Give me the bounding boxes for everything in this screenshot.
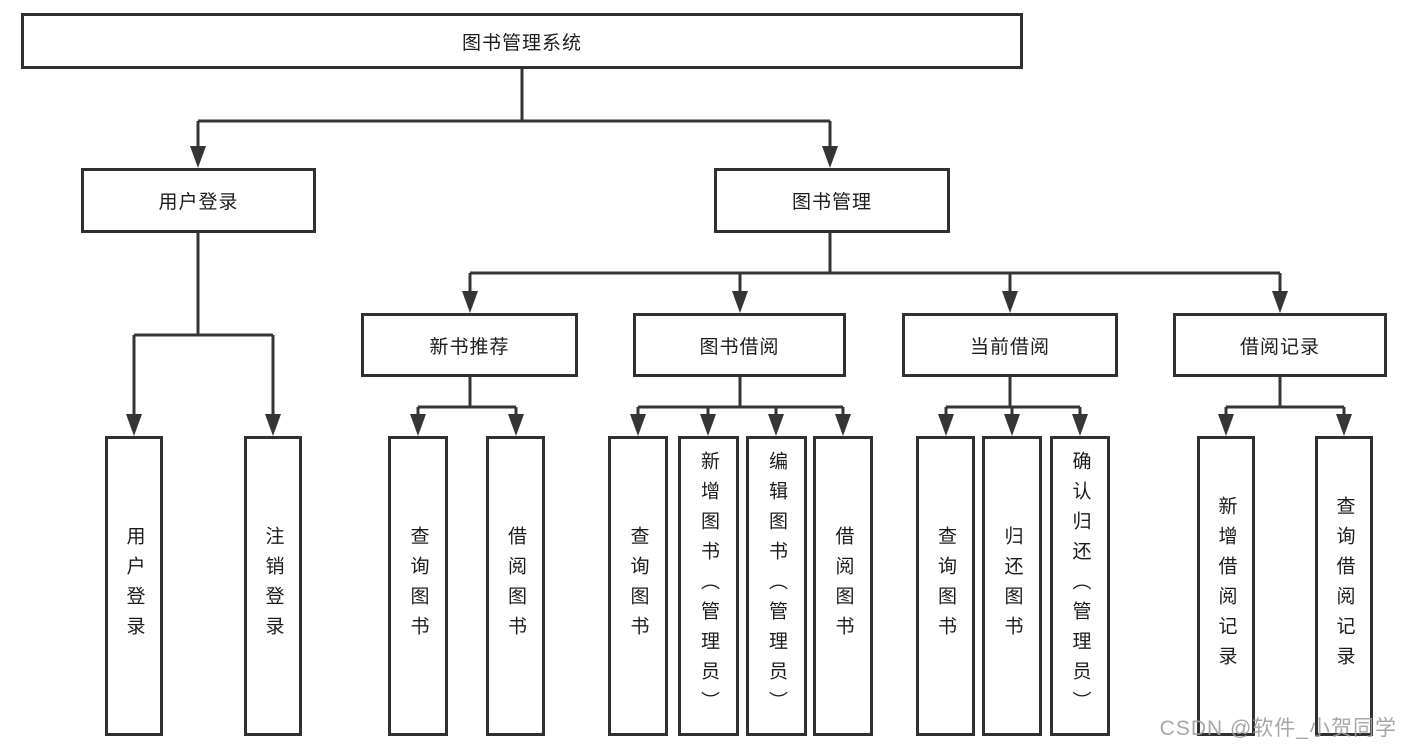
arrow-down-icon [768, 414, 784, 436]
leaf-query-borrow-record: 查询借阅记录 [1315, 436, 1373, 736]
leaf-label: 用户登录 [123, 526, 145, 646]
current-borrow-box: 当前借阅 [902, 313, 1118, 377]
leaf-add-borrow-record: 新增借阅记录 [1197, 436, 1255, 736]
leaf-user-login: 用户登录 [105, 436, 163, 736]
leaf-label: 编辑图书（管理员） [766, 451, 787, 721]
arrow-down-icon [835, 414, 851, 436]
leaf-query-books-recommend: 查询图书 [388, 436, 448, 736]
new-book-recommend-label: 新书推荐 [429, 336, 510, 358]
leaf-label: 查询借阅记录 [1333, 496, 1355, 676]
arrow-down-icon [265, 414, 281, 436]
leaf-borrow-books: 借阅图书 [813, 436, 873, 736]
csdn-watermark: CSDN @软件_小贺同学 [1159, 717, 1397, 740]
arrow-down-icon [410, 414, 426, 436]
leaf-add-book-admin: 新增图书（管理员） [678, 436, 739, 736]
leaf-label: 借阅图书 [505, 526, 526, 646]
arrow-down-icon [508, 414, 524, 436]
leaf-label: 注销登录 [262, 526, 284, 646]
book-management-label: 图书管理 [791, 192, 872, 213]
leaf-edit-book-admin: 编辑图书（管理员） [746, 436, 807, 736]
leaf-label: 查询图书 [935, 526, 956, 646]
new-book-recommend-box: 新书推荐 [361, 313, 578, 377]
book-borrow-box: 图书借阅 [633, 313, 846, 377]
system-root-label: 图书管理系统 [461, 32, 582, 54]
arrow-down-icon [1004, 414, 1020, 436]
borrow-record-box: 借阅记录 [1173, 313, 1387, 377]
leaf-label: 新增借阅记录 [1215, 496, 1237, 676]
user-login-label: 用户登录 [158, 192, 239, 213]
arrow-down-icon [1272, 291, 1288, 313]
arrow-down-icon [630, 414, 646, 436]
leaf-return-books: 归还图书 [982, 436, 1042, 736]
leaf-label: 查询图书 [627, 526, 649, 646]
book-management-box: 图书管理 [714, 168, 950, 233]
system-root-box: 图书管理系统 [21, 13, 1023, 69]
current-borrow-label: 当前借阅 [969, 336, 1050, 358]
leaf-logout: 注销登录 [244, 436, 302, 736]
arrow-down-icons [126, 146, 1352, 436]
leaf-label: 新增图书（管理员） [698, 451, 719, 721]
leaf-borrow-books-recommend: 借阅图书 [486, 436, 545, 736]
connector-path [132, 69, 1346, 418]
leaf-label: 查询图书 [407, 526, 429, 646]
arrow-down-icon [700, 414, 716, 436]
leaf-query-books-current: 查询图书 [916, 436, 975, 736]
borrow-record-label: 借阅记录 [1239, 336, 1320, 358]
arrow-down-icon [190, 146, 206, 168]
arrow-down-icon [732, 291, 748, 313]
leaf-label: 借阅图书 [832, 526, 854, 646]
book-borrow-label: 图书借阅 [699, 336, 780, 358]
leaf-label: 确认归还（管理员） [1069, 451, 1091, 721]
arrow-down-icon [822, 146, 838, 168]
arrow-down-icon [1218, 414, 1234, 436]
leaf-query-books-borrow: 查询图书 [608, 436, 668, 736]
arrow-down-icon [1002, 291, 1018, 313]
arrow-down-icon [126, 414, 142, 436]
leaf-confirm-return-admin: 确认归还（管理员） [1050, 436, 1110, 736]
arrow-down-icon [1336, 414, 1352, 436]
user-login-box: 用户登录 [81, 168, 316, 233]
arrow-down-icon [462, 291, 478, 313]
leaf-label: 归还图书 [1001, 526, 1023, 646]
arrow-down-icon [1072, 414, 1088, 436]
arrow-down-icon [938, 414, 954, 436]
